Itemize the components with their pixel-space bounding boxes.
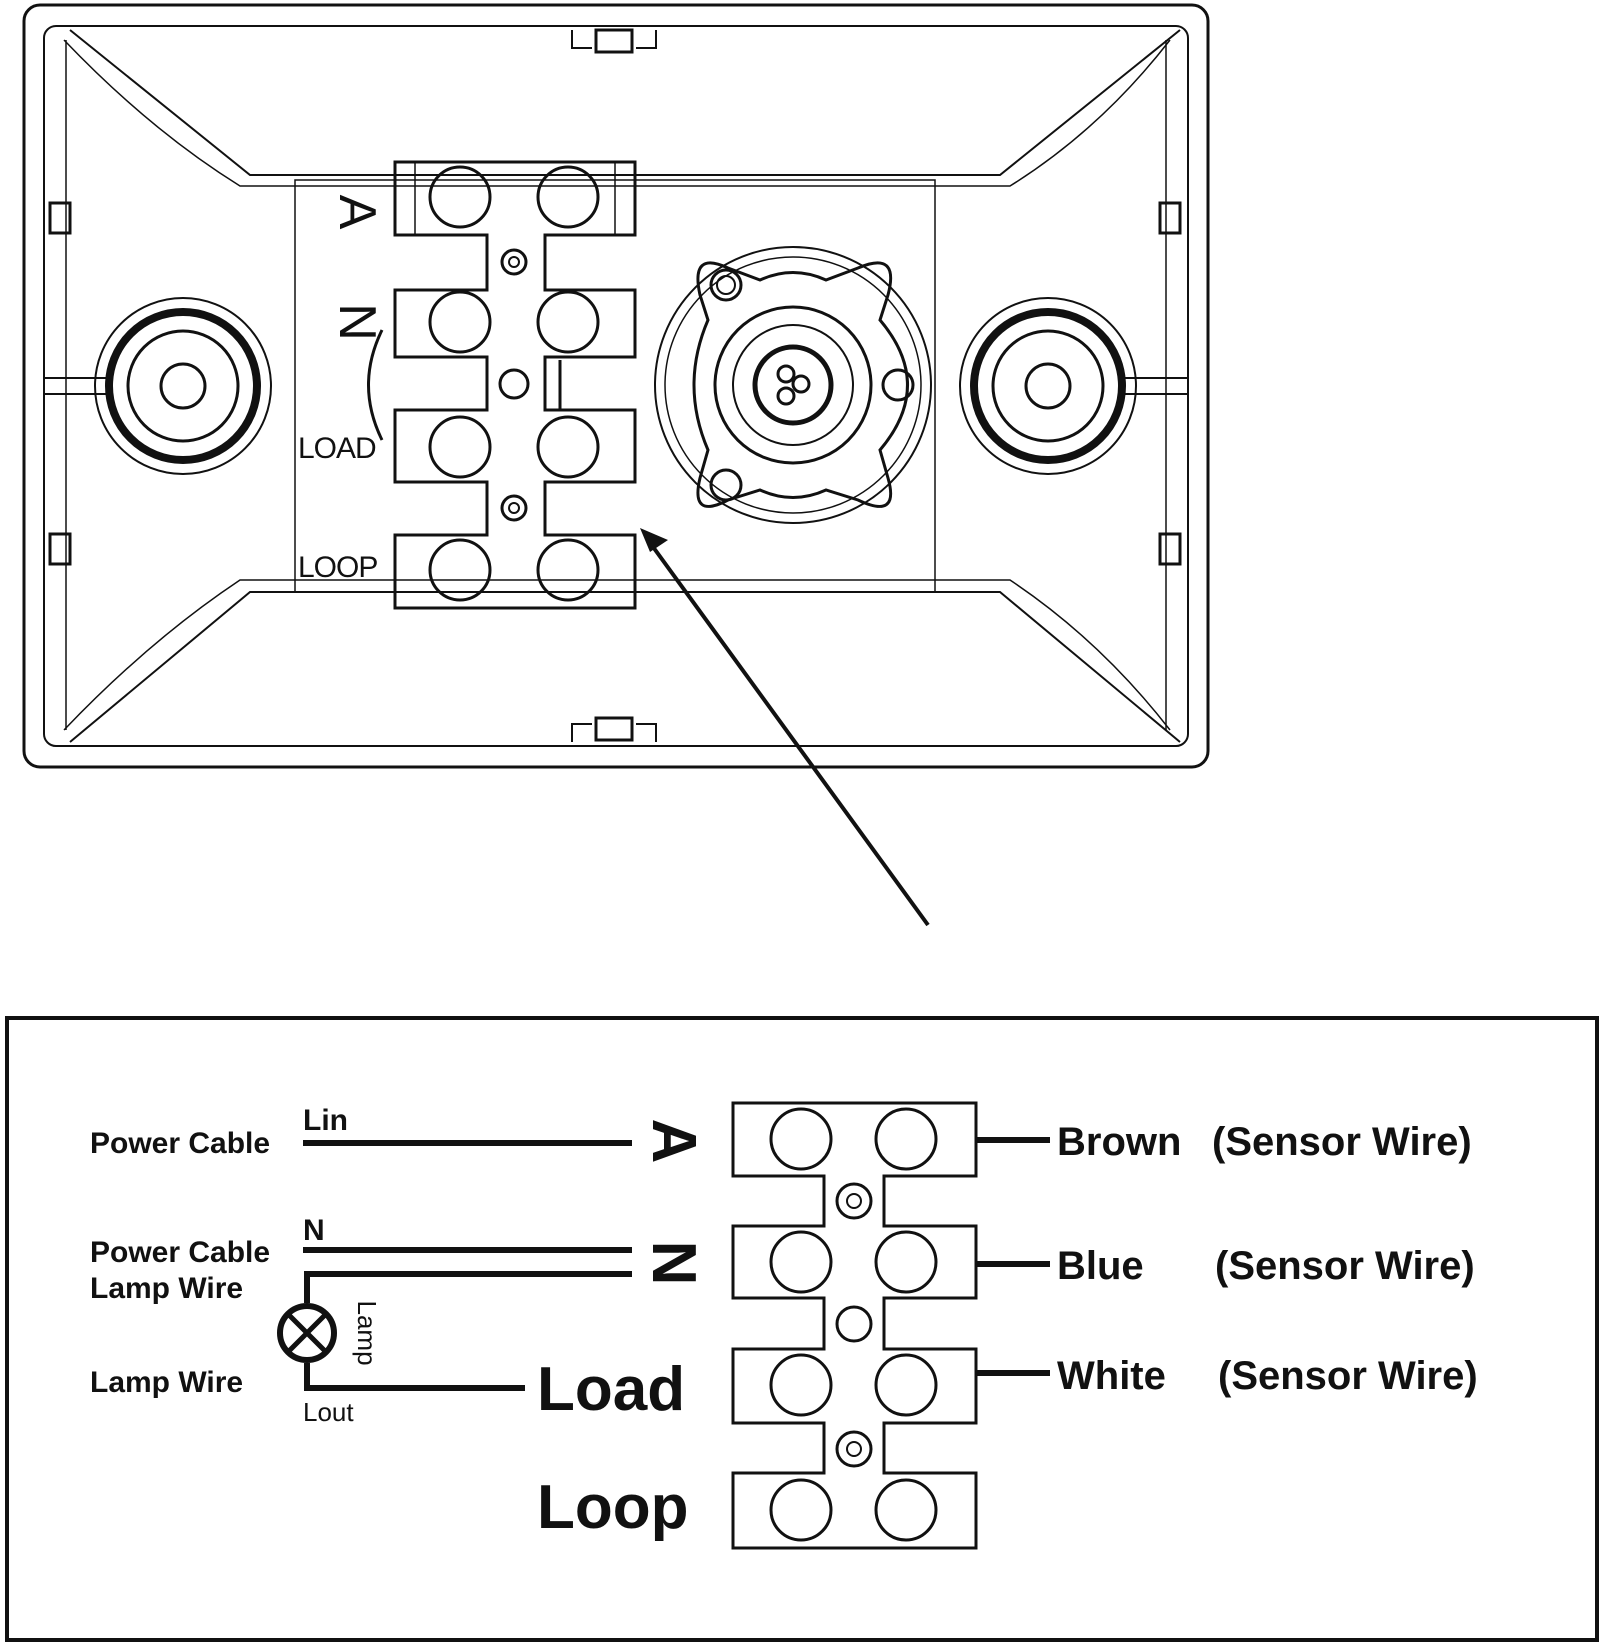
left-screw-hole	[94, 297, 272, 475]
lamp-symbol	[277, 1303, 337, 1363]
device-terminal-block	[393, 160, 637, 610]
sensor-wires	[976, 1137, 1050, 1376]
left-wires	[303, 1140, 632, 1391]
terminal-label-n: N	[639, 1241, 708, 1286]
power-cable-label-2: Power Cable	[90, 1236, 270, 1269]
right-screw-hole	[959, 297, 1137, 475]
device-label-load: LOAD	[298, 432, 376, 465]
device-label-a: A	[328, 195, 386, 230]
wiring-terminal-block	[731, 1101, 978, 1550]
blue-wire-label: Blue	[1057, 1244, 1144, 1288]
power-cable-label-1: Power Cable	[90, 1127, 270, 1160]
sensor-socket	[654, 246, 932, 524]
lout-label: Lout	[303, 1397, 354, 1427]
device-label-loop: LOOP	[298, 551, 377, 584]
white-wire-label: White	[1057, 1354, 1166, 1398]
n-wire-label: N	[303, 1214, 325, 1247]
terminal-label-load: Load	[537, 1355, 685, 1424]
brown-wire-note: (Sensor Wire)	[1212, 1120, 1472, 1164]
pointer-arrow	[640, 528, 930, 927]
blue-wire-note: (Sensor Wire)	[1215, 1244, 1475, 1288]
lamp-wire-label-1: Lamp Wire	[90, 1272, 243, 1305]
cable-grommet	[367, 329, 384, 441]
brown-wire-label: Brown	[1057, 1120, 1181, 1164]
terminal-label-a: A	[639, 1119, 708, 1164]
device-back-housing	[22, 3, 1210, 769]
lin-label: Lin	[303, 1104, 348, 1137]
lamp-wire-label-2: Lamp Wire	[90, 1366, 243, 1399]
device-label-n: N	[328, 303, 386, 341]
terminal-label-loop: Loop	[537, 1473, 689, 1542]
wiring-panel	[5, 1016, 1599, 1642]
white-wire-note: (Sensor Wire)	[1218, 1354, 1478, 1398]
lamp-vertical-label: Lamp	[352, 1300, 382, 1365]
